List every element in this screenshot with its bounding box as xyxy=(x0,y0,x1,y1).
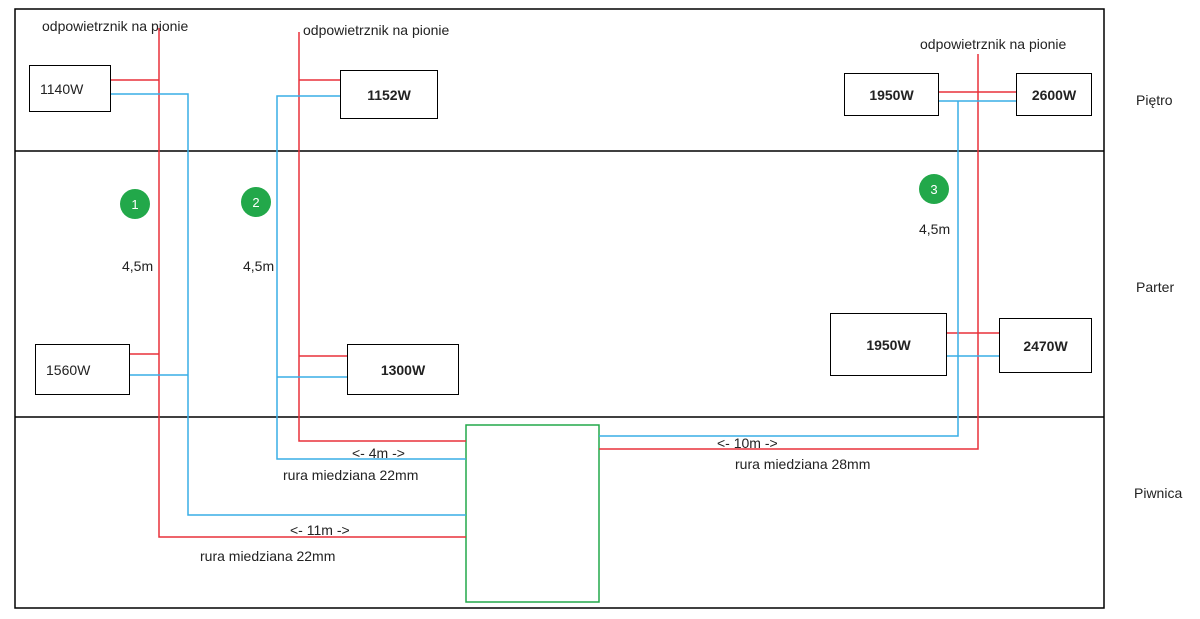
radiator-3-lower-right: 2470W xyxy=(999,318,1092,373)
radiator-1-lower: 1560W xyxy=(35,344,130,395)
floor-label-ground: Parter xyxy=(1136,279,1175,295)
riser-2-pipe-size: rura miedziana 22mm xyxy=(283,467,419,483)
radiator-2-upper: 1152W xyxy=(340,70,438,119)
riser-3-badge: 3 xyxy=(919,174,949,204)
riser-1-return xyxy=(110,93,466,516)
boiler-box xyxy=(465,424,600,603)
riser-1-height: 4,5m xyxy=(122,258,154,274)
riser-3-pipe-size: rura miedziana 28mm xyxy=(735,456,871,472)
riser-3-return-riser xyxy=(599,101,959,437)
riser-1-badge: 1 xyxy=(120,189,150,219)
radiator-3-upper-left: 1950W xyxy=(844,73,939,116)
radiator-1-upper: 1140W xyxy=(29,65,111,112)
riser-2-height: 4,5m xyxy=(243,258,275,274)
vent-label-3: odpowietrznik na pionie xyxy=(920,36,1067,52)
radiator-2-lower: 1300W xyxy=(347,344,459,395)
riser-2-pipes xyxy=(276,32,466,460)
riser-1-run-length: <- 11m -> xyxy=(290,522,350,538)
riser-2-return xyxy=(276,95,466,460)
floor-label-upper: Piętro xyxy=(1136,92,1173,108)
riser-2-badge: 2 xyxy=(241,187,271,217)
radiator-3-lower-left: 1950W xyxy=(830,313,947,376)
riser-1-pipe-size: rura miedziana 22mm xyxy=(200,548,336,564)
floor-label-basement: Piwnica xyxy=(1134,485,1183,501)
vent-label-1: odpowietrznik na pionie xyxy=(42,18,189,34)
riser-1-pipes xyxy=(110,28,466,538)
building-outline xyxy=(14,8,1105,609)
riser-3-height: 4,5m xyxy=(919,221,951,237)
vent-label-2: odpowietrznik na pionie xyxy=(303,22,450,38)
riser-2-supply xyxy=(298,32,466,442)
riser-1-supply xyxy=(158,28,466,538)
riser-3-supply xyxy=(599,54,979,450)
riser-2-run-length: <- 4m -> xyxy=(352,445,405,461)
riser-3-run-length: <- 10m -> xyxy=(717,435,778,451)
riser-3-pipes xyxy=(599,54,1017,450)
radiator-3-upper-right: 2600W xyxy=(1016,73,1092,116)
